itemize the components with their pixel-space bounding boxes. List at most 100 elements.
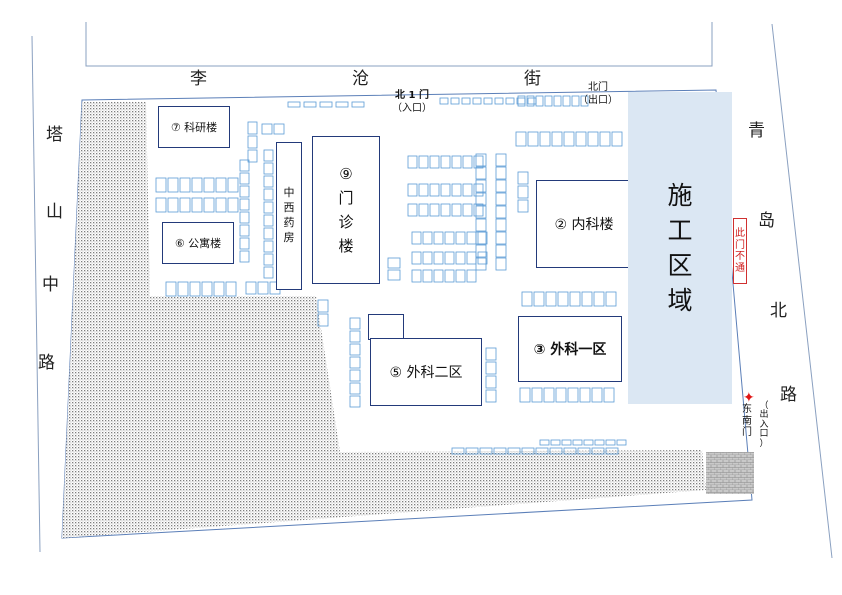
parking-stall: [213, 281, 225, 297]
dotted-grounds: [62, 102, 706, 538]
parking-stall: [411, 269, 422, 283]
parking-stall: [611, 131, 623, 147]
parking-stall: [263, 188, 274, 201]
parking-stall: [475, 244, 487, 258]
parking-stall: [167, 197, 179, 213]
parking-stall: [545, 291, 557, 307]
parking-stall: [475, 192, 487, 206]
parking-stall: [599, 131, 611, 147]
parking-stall: [407, 183, 418, 197]
parking-stall: [407, 203, 418, 217]
surgery-1-label: ③ 外科一区: [533, 342, 607, 358]
pharmacy-building: 中 西 药 房: [276, 142, 302, 290]
parking-stall: [575, 131, 587, 147]
parking-stall: [155, 197, 167, 213]
parking-stall: [485, 361, 497, 375]
parking-stall: [519, 387, 531, 403]
parking-stall: [418, 183, 429, 197]
parking-stall: [387, 269, 401, 281]
parking-stall: [473, 155, 484, 169]
parking-stall: [177, 281, 189, 297]
parking-stall: [581, 291, 593, 307]
parking-stall: [165, 281, 177, 297]
parking-stall: [349, 395, 361, 408]
parking-stall: [591, 447, 605, 455]
parking-stall: [411, 231, 422, 245]
parking-stall: [515, 131, 527, 147]
parking-stall: [475, 166, 487, 180]
parking-stall: [411, 251, 422, 265]
parking-stall: [587, 131, 599, 147]
research-building-label: ⑦ 科研楼: [170, 121, 218, 134]
road-char-north: 李: [190, 69, 207, 89]
parking-stall: [569, 291, 581, 307]
parking-stall: [450, 97, 460, 105]
southeast-gate-name: 东 南 门: [742, 404, 752, 438]
parking-stall: [247, 121, 258, 135]
parking-stall: [465, 447, 479, 455]
parking-stall: [577, 447, 591, 455]
southeast-gate-sub: （ 出 入 口 ）: [759, 401, 769, 449]
parking-stall: [203, 177, 215, 193]
parking-stall: [422, 269, 433, 283]
parking-stall: [485, 389, 497, 403]
parking-stall: [245, 281, 257, 295]
parking-stall: [466, 269, 477, 283]
parking-stall: [580, 95, 589, 107]
parking-stall: [349, 343, 361, 356]
parking-stall: [455, 269, 466, 283]
parking-stall: [351, 101, 365, 108]
parking-stall: [473, 203, 484, 217]
parking-stall: [555, 387, 567, 403]
parking-stall: [579, 387, 591, 403]
parking-stall: [201, 281, 213, 297]
parking-stall: [495, 244, 507, 258]
parking-stall: [495, 179, 507, 193]
parking-stall: [603, 387, 615, 403]
parking-stall: [239, 250, 250, 263]
parking-stall: [407, 155, 418, 169]
parking-stall: [563, 447, 577, 455]
parking-stall: [451, 447, 465, 455]
parking-stall: [303, 101, 317, 108]
parking-stall: [189, 281, 201, 297]
surgery-2-building: ⑤ 外科二区: [370, 338, 482, 406]
north-gate-name: 北门: [588, 82, 608, 93]
parking-stall: [495, 257, 507, 271]
internal-medicine-label: ② 内科楼: [554, 217, 614, 233]
parking-stall: [493, 447, 507, 455]
parking-stall: [521, 291, 533, 307]
parking-stall: [239, 172, 250, 185]
li-cang-street-edge: [85, 22, 713, 67]
parking-stall: [462, 183, 473, 197]
parking-stall: [531, 387, 543, 403]
parking-stall: [263, 266, 274, 279]
north1-gate: 北 1 门 （入口）: [392, 90, 432, 115]
parking-stall: [287, 101, 301, 108]
parking-stall: [179, 177, 191, 193]
parking-stall: [263, 227, 274, 240]
gate-marker-icon: ✦: [743, 389, 755, 405]
parking-stall: [533, 291, 545, 307]
parking-stall: [535, 447, 549, 455]
parking-stall: [521, 447, 535, 455]
parking-stall: [549, 447, 563, 455]
outpatient-building: ⑨ 门 诊 楼: [312, 136, 380, 284]
internal-medicine-building: ② 内科楼: [536, 180, 632, 268]
parking-stall: [517, 185, 529, 199]
parking-stall: [433, 269, 444, 283]
parking-stall: [475, 153, 487, 167]
parking-stall: [539, 439, 550, 446]
parking-stall: [227, 177, 239, 193]
parking-stall: [203, 197, 215, 213]
parking-stall: [263, 201, 274, 214]
parking-stall: [317, 299, 329, 313]
parking-stall: [317, 313, 329, 327]
construction-area: 施 工 区 域: [628, 92, 732, 404]
parking-stall: [422, 231, 433, 245]
parking-stall: [433, 251, 444, 265]
parking-stall: [167, 177, 179, 193]
parking-stall: [451, 183, 462, 197]
parking-stall: [455, 231, 466, 245]
parking-stall: [535, 95, 544, 107]
